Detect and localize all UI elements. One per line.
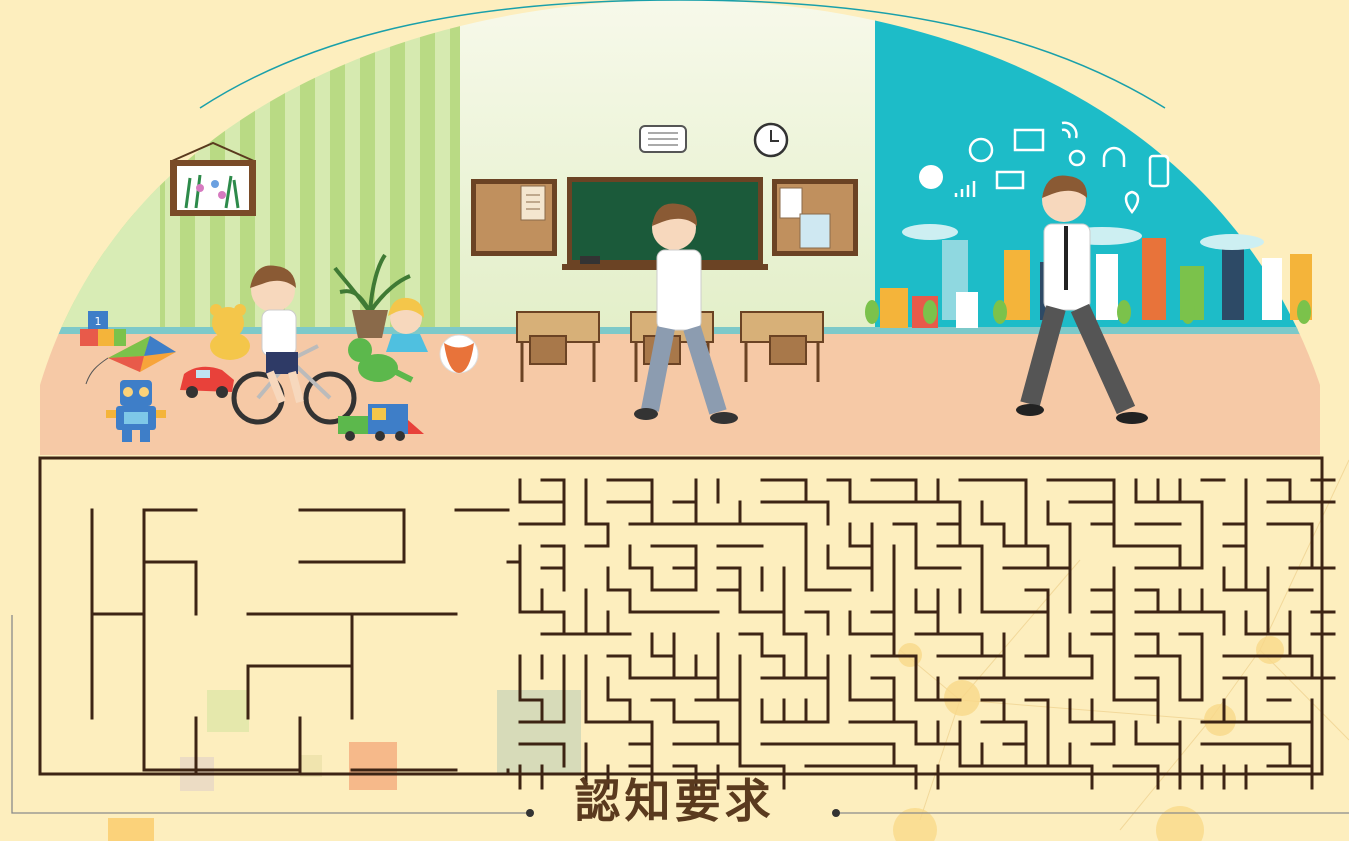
corkboard-right xyxy=(772,179,858,256)
plant-icon xyxy=(333,253,411,338)
wifi-icon xyxy=(1061,121,1078,139)
clock-icon xyxy=(753,122,789,158)
doll-icon xyxy=(386,297,428,352)
teddy-bear-icon xyxy=(210,304,250,360)
chat-icon xyxy=(919,165,943,189)
corkboard-left xyxy=(471,179,557,256)
child-figure xyxy=(250,265,304,404)
tech-icons xyxy=(919,121,1170,215)
toy-car-icon xyxy=(180,366,234,398)
svg-text:1: 1 xyxy=(95,315,102,328)
student-figure xyxy=(634,203,738,424)
toy-blocks-icon: 1 xyxy=(80,311,126,346)
air-conditioner-icon xyxy=(639,125,687,153)
monitor-icon xyxy=(1013,128,1045,152)
city-trees xyxy=(865,300,1311,324)
connector-line xyxy=(11,615,1349,817)
background-squares xyxy=(108,690,581,841)
page-title: 認知要求 xyxy=(574,774,775,828)
maze xyxy=(38,456,1336,790)
picture-frame-icon xyxy=(170,141,256,216)
kite-icon xyxy=(85,336,176,385)
dinosaur-icon xyxy=(348,338,414,383)
location-pin-icon xyxy=(1124,190,1140,215)
timer-icon xyxy=(968,137,994,163)
dome-arc xyxy=(199,0,1166,109)
beach-ball-icon xyxy=(439,334,479,374)
search-icon xyxy=(1068,149,1086,167)
signal-icon xyxy=(954,181,976,197)
headphones-icon xyxy=(1102,146,1126,167)
mail-icon xyxy=(995,170,1025,190)
adult-figure xyxy=(1016,175,1148,424)
phone-icon xyxy=(1148,154,1170,188)
toy-train-icon xyxy=(338,404,424,441)
chairs xyxy=(529,335,807,365)
robot-icon xyxy=(106,380,166,442)
